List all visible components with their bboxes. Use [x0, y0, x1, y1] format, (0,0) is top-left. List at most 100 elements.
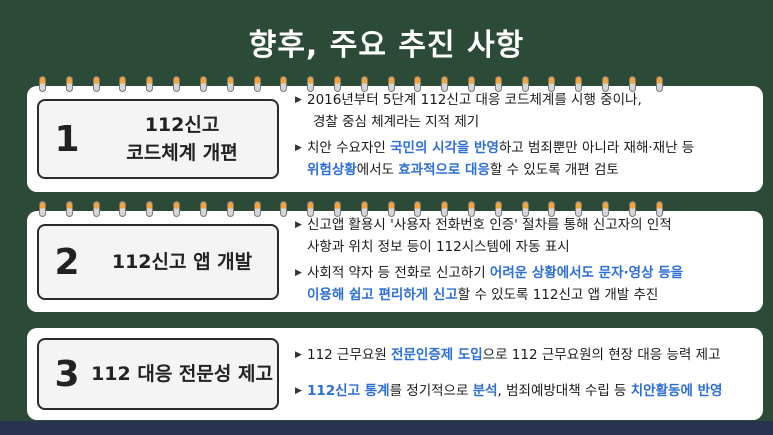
binder-ring-icon [575, 76, 583, 92]
binder-ring-icon [441, 201, 449, 217]
binder-ring-icon [199, 201, 207, 217]
item-number: 2 [54, 241, 80, 283]
item-label: 112 대응 전문성 제고 [91, 363, 273, 385]
binder-ring-icon [280, 76, 288, 92]
binder-ring-icon [253, 76, 261, 92]
binder-ring-icon [119, 201, 127, 217]
binder-ring-icon [65, 76, 73, 92]
label-box-1: 1 112신고 코드체계 개편 [37, 99, 279, 179]
binder-ring-icon [39, 201, 46, 217]
bullet-text: 사회적 약자 등 전화로 신고하기 어려운 상황에서도 문자·영상 등을 [307, 262, 755, 284]
binder-ring-icon [65, 201, 73, 217]
bullet-text: 112 근무요원 전문인증제 도입으로 112 근무요원의 현장 대응 능력 제… [307, 344, 755, 366]
binder-ring-icon [226, 76, 234, 92]
bullet-item: ▶ 112신고 통계를 정기적으로 분석, 범죄예방대책 수립 등 치안활동에 … [295, 380, 755, 402]
binder-ring-icon [387, 201, 395, 217]
binder-ring-icon [468, 76, 475, 92]
binder-ring-icon [414, 201, 422, 217]
highlight-text: 어려운 상황에서도 문자·영상 등을 [489, 265, 684, 281]
triangle-right-icon: ▶ [295, 220, 302, 230]
bullet-item: ▶ 치안 수요자인 국민의 시각을 반영하고 범죄뿐만 아니라 재해·재난 등 … [295, 137, 755, 181]
text-run: 112 근무요원 [307, 347, 392, 363]
bullet-text: 경찰 중심 체계라는 지적 제기 [313, 114, 480, 130]
text-run: 를 정기적으로 [389, 383, 473, 399]
text-run: 에서도 [356, 162, 399, 178]
binder-ring-icon [360, 201, 368, 217]
highlight-text: 치안활동에 반영 [630, 383, 723, 399]
item-number: 1 [54, 118, 80, 160]
bullet-text: 2016년부터 5단계 112신고 대응 코드체계를 시행 중이나, [307, 92, 642, 108]
binder-ring-icon [548, 201, 556, 217]
binder-ring-icon [414, 76, 422, 92]
text-run: 할 수 있도록 112신고 앱 개발 추진 [457, 287, 659, 303]
triangle-right-icon: ▶ [295, 350, 302, 360]
binder-ring-icon [655, 201, 663, 217]
highlight-text: 위험상황 [307, 162, 357, 178]
binder-ring-icon [173, 76, 181, 92]
bullet-list-3: ▶ 112 근무요원 전문인증제 도입으로 112 근무요원의 현장 대응 능력… [295, 344, 755, 406]
binder-ring-icon [146, 76, 154, 92]
binder-ring-icon [173, 201, 181, 217]
binder-ring-icon [494, 201, 502, 217]
bullet-text: 112신고 통계를 정기적으로 분석, 범죄예방대책 수립 등 치안활동에 반영 [307, 380, 755, 402]
binder-ring-icon [628, 201, 636, 217]
label-box-2: 2 112신고 앱 개발 [37, 224, 279, 300]
binder-ring-icon [333, 201, 341, 217]
item-label: 112신고 앱 개발 [111, 251, 253, 273]
triangle-right-icon: ▶ [295, 95, 302, 105]
card-2: 2 112신고 앱 개발 ▶ 신고앱 활용시 '사용자 전화번호 인증' 절차를… [27, 201, 763, 312]
binder-ring-icon [199, 76, 207, 92]
text-run: , 범죄예방대책 수립 등 [497, 383, 631, 399]
bullet-text: 위험상황에서도 효과적으로 대응할 수 있도록 개편 검토 [307, 159, 755, 181]
binder-ring-icon [92, 76, 100, 92]
binder-ring-icon [280, 201, 288, 217]
page-title: 향후, 주요 추진 사항 [248, 28, 525, 63]
highlight-text: 국민의 시각을 반영 [390, 140, 499, 156]
text-run: 하고 범죄뿐만 아니라 재해·재난 등 [498, 140, 695, 156]
binder-ring-icon [253, 201, 261, 217]
triangle-right-icon: ▶ [295, 386, 302, 396]
card-1: 1 112신고 코드체계 개편 ▶ 2016년부터 5단계 112신고 대응 코… [27, 76, 763, 192]
binder-ring-icon [146, 201, 154, 217]
binder-ring-icon [39, 76, 46, 92]
item-label: 112신고 코드체계 개편 [87, 111, 277, 167]
binder-ring-icon [575, 201, 583, 217]
highlight-text: 112신고 통계 [307, 383, 390, 399]
bullet-item: ▶ 112 근무요원 전문인증제 도입으로 112 근무요원의 현장 대응 능력… [295, 344, 755, 366]
label-box-3: 3 112 대응 전문성 제고 [37, 338, 279, 410]
binder-ring-icon [628, 76, 636, 92]
binder-rings [39, 201, 663, 219]
bullet-text: 사항과 위치 정보 등이 112시스템에 자동 표시 [307, 239, 570, 255]
highlight-text: 분석 [472, 383, 498, 399]
item-label-line1: 112신고 [144, 114, 220, 136]
highlight-text: 효과적으로 대응 [398, 162, 490, 178]
item-number: 3 [54, 353, 80, 395]
board-bottom-strip [0, 421, 773, 435]
bullet-item: ▶ 신고앱 활용시 '사용자 전화번호 인증' 절차를 통해 신고자의 인적 사… [295, 214, 755, 258]
binder-ring-icon [602, 201, 610, 217]
binder-ring-icon [307, 76, 315, 92]
binder-ring-icon [226, 201, 234, 217]
binder-ring-icon [360, 76, 368, 92]
bullet-item: ▶ 사회적 약자 등 전화로 신고하기 어려운 상황에서도 문자·영상 등을 이… [295, 262, 755, 306]
text-run: 으로 112 근무요원의 현장 대응 능력 제고 [482, 347, 721, 363]
binder-ring-icon [521, 76, 529, 92]
binder-ring-icon [602, 76, 610, 92]
binder-ring-icon [119, 76, 127, 92]
highlight-text: 전문인증제 도입 [391, 347, 483, 363]
binder-ring-icon [92, 201, 100, 217]
text-run: 할 수 있도록 개편 검토 [489, 162, 619, 178]
item-label-line2: 코드체계 개편 [126, 142, 238, 164]
binder-ring-icon [468, 201, 475, 217]
bullet-text: 신고앱 활용시 '사용자 전화번호 인증' 절차를 통해 신고자의 인적 [307, 217, 672, 233]
card-3: 3 112 대응 전문성 제고 ▶ 112 근무요원 전문인증제 도입으로 11… [27, 328, 763, 420]
binder-ring-icon [548, 76, 556, 92]
bullet-text: 이용해 쉽고 편리하게 신고할 수 있도록 112신고 앱 개발 추진 [307, 284, 755, 306]
bullet-list-2: ▶ 신고앱 활용시 '사용자 전화번호 인증' 절차를 통해 신고자의 인적 사… [295, 214, 755, 310]
binder-ring-icon [333, 76, 341, 92]
highlight-text: 이용해 쉽고 편리하게 신고 [307, 287, 458, 303]
binder-rings [39, 76, 663, 94]
binder-ring-icon [655, 76, 663, 92]
bullet-text: 치안 수요자인 국민의 시각을 반영하고 범죄뿐만 아니라 재해·재난 등 [307, 137, 755, 159]
binder-ring-icon [307, 201, 315, 217]
